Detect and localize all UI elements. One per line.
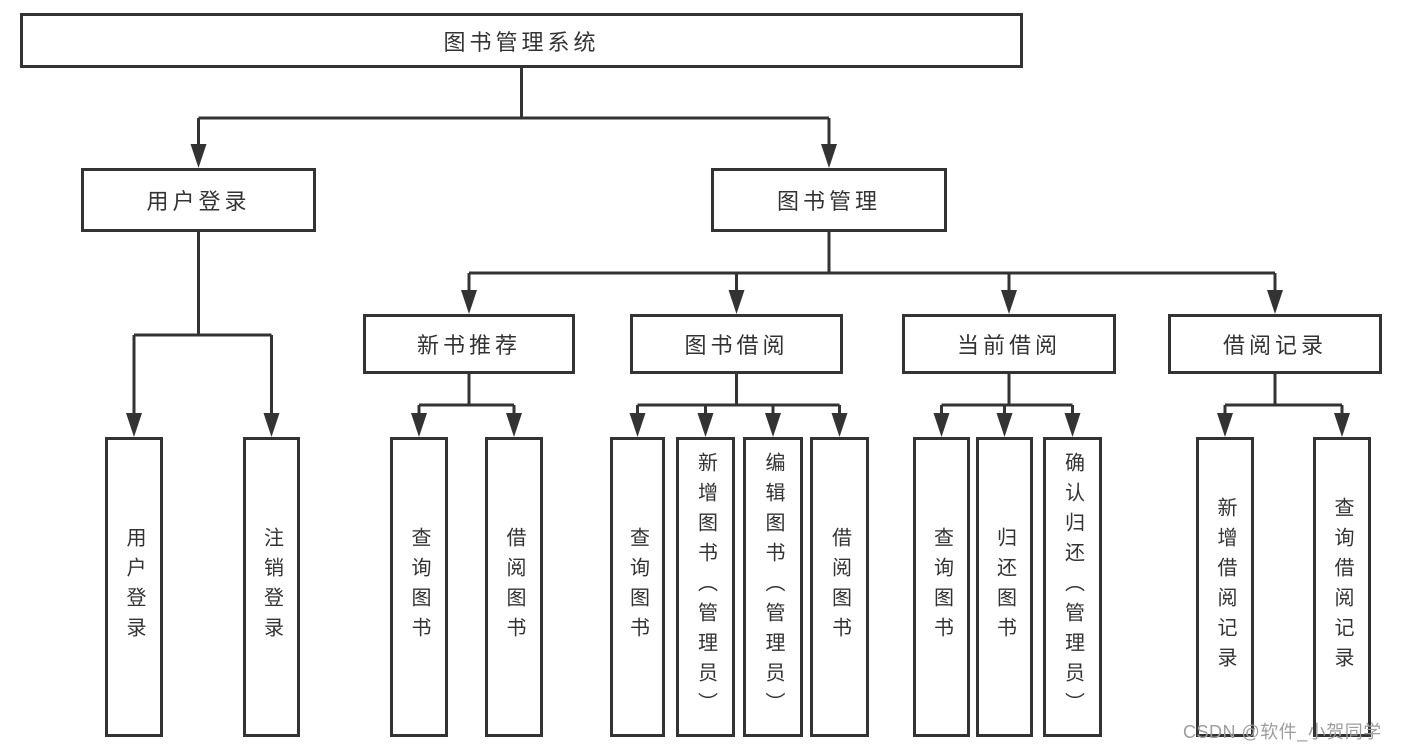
leaf-query-book-recommend: 查询图书 xyxy=(390,437,448,737)
leaf-user-login: 用户登录 xyxy=(105,437,163,737)
leaf-logout: 注销登录 xyxy=(243,437,300,737)
node-label: 图书管理系统 xyxy=(443,29,600,55)
leaf-borrow-book: 借阅图书 xyxy=(810,437,869,737)
csdn-watermark: CSDN @软件_小贺同学 xyxy=(1183,722,1382,742)
leaf-edit-book-admin: 编辑图书（管理员） xyxy=(743,437,803,737)
node-label: 查询图书 xyxy=(408,527,430,647)
node-book-borrow: 图书借阅 xyxy=(630,314,843,374)
node-borrow-records: 借阅记录 xyxy=(1168,314,1382,374)
node-label: 图书管理 xyxy=(776,189,881,214)
node-label: 用户登录 xyxy=(146,189,251,214)
node-label: 查询借阅记录 xyxy=(1331,497,1353,677)
node-label: 图书借阅 xyxy=(684,333,789,358)
leaf-query-book-current: 查询图书 xyxy=(913,437,970,737)
leaf-return-book: 归还图书 xyxy=(976,437,1033,737)
leaf-query-borrow-record: 查询借阅记录 xyxy=(1313,437,1371,737)
node-label: 新书推荐 xyxy=(416,333,521,358)
node-label: 查询图书 xyxy=(930,527,953,647)
node-label: 归还图书 xyxy=(993,527,1016,647)
node-user-login: 用户登录 xyxy=(81,168,316,232)
node-new-book-recommend: 新书推荐 xyxy=(363,314,575,374)
node-label: 用户登录 xyxy=(123,527,145,647)
node-label: 借阅图书 xyxy=(503,527,525,647)
node-current-borrow: 当前借阅 xyxy=(902,314,1116,374)
leaf-add-book-admin: 新增图书（管理员） xyxy=(676,437,735,737)
node-label: 新增图书（管理员） xyxy=(694,452,717,722)
node-label: 确认归还（管理员） xyxy=(1061,452,1084,722)
node-label: 借阅记录 xyxy=(1222,333,1327,358)
node-label: 当前借阅 xyxy=(956,333,1061,358)
leaf-query-book-borrow: 查询图书 xyxy=(610,437,665,737)
node-label: 新增借阅记录 xyxy=(1214,497,1236,677)
node-label: 注销登录 xyxy=(260,527,283,647)
node-library-management-system: 图书管理系统 xyxy=(20,13,1023,68)
node-label: 借阅图书 xyxy=(828,527,851,647)
leaf-add-borrow-record: 新增借阅记录 xyxy=(1196,437,1254,737)
leaf-confirm-return-admin: 确认归还（管理员） xyxy=(1043,437,1102,737)
node-label: 查询图书 xyxy=(626,527,649,647)
node-label: 编辑图书（管理员） xyxy=(762,452,784,722)
node-book-management: 图书管理 xyxy=(711,168,947,232)
leaf-borrow-book-recommend: 借阅图书 xyxy=(485,437,543,737)
